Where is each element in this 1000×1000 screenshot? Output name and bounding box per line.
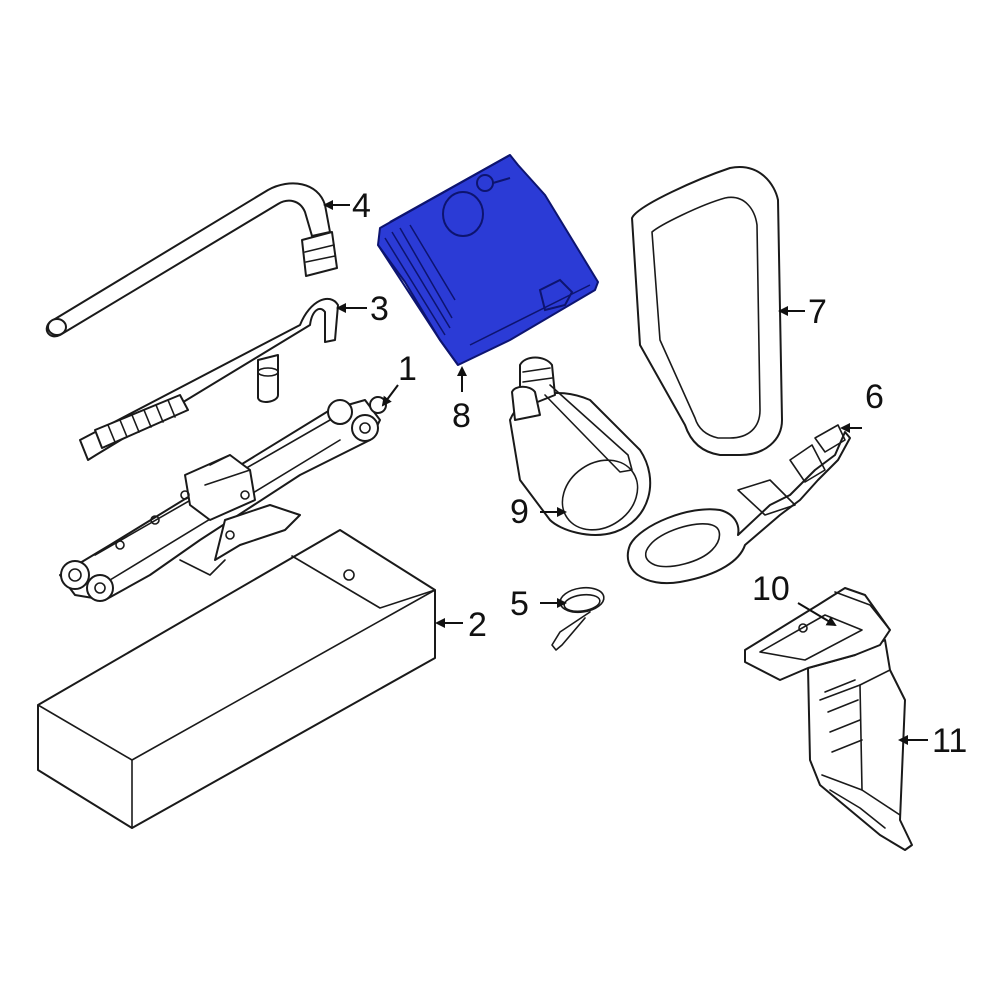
part-9-sealant-bottle[interactable] [509, 356, 652, 545]
callout-5[interactable]: 5 [510, 585, 529, 623]
leaders [323, 200, 928, 745]
leader-1 [381, 384, 399, 407]
part-1-scissor-jack[interactable] [59, 396, 387, 602]
part-5-clip[interactable] [551, 585, 605, 651]
leader-10 [797, 602, 837, 627]
part-2-storage-box[interactable] [37, 529, 436, 829]
callouts: 1 2 3 4 5 6 7 8 9 10 11 [352, 187, 967, 760]
callout-1[interactable]: 1 [398, 350, 417, 388]
callout-11[interactable]: 11 [932, 722, 967, 760]
part-6-tow-eye[interactable] [627, 424, 851, 585]
callout-10[interactable]: 10 [752, 570, 790, 608]
part-11-holder-bracket[interactable] [807, 639, 913, 851]
part-4-wheel-wrench[interactable] [45, 182, 338, 338]
part-10-holder-tray[interactable] [744, 587, 891, 681]
part-3-jack-handle[interactable] [79, 298, 339, 461]
callout-9[interactable]: 9 [510, 493, 529, 531]
callout-7[interactable]: 7 [808, 293, 827, 331]
part-8-tire-compressor[interactable] [377, 154, 599, 366]
callout-2[interactable]: 2 [468, 606, 487, 644]
callout-8[interactable]: 8 [452, 397, 471, 435]
compressor-body [377, 154, 599, 366]
callout-6[interactable]: 6 [865, 378, 884, 416]
callout-4[interactable]: 4 [352, 187, 371, 225]
part-7-cover[interactable] [631, 166, 783, 456]
callout-3[interactable]: 3 [370, 290, 389, 328]
